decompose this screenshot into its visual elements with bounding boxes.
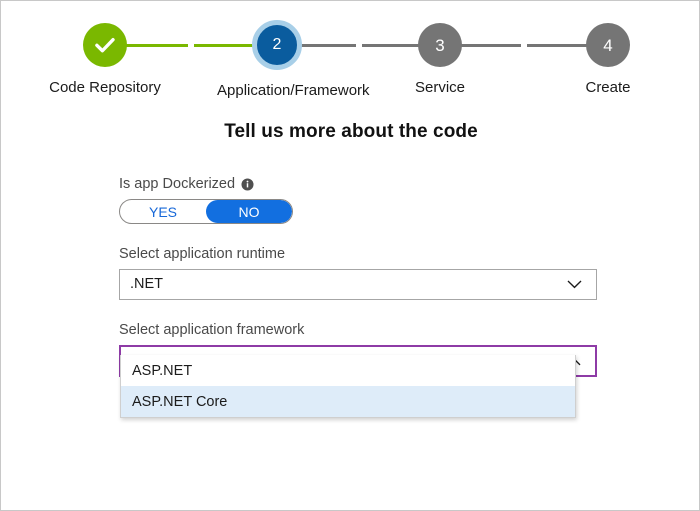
step-circle-3: 3 bbox=[418, 23, 462, 67]
field-runtime: Select application runtime .NET bbox=[119, 246, 597, 300]
field-dockerized: Is app Dockerized YES NO bbox=[119, 176, 597, 224]
step-circle-4: 4 bbox=[586, 23, 630, 67]
connector-gap bbox=[355, 44, 362, 47]
step-number-2: 2 bbox=[272, 36, 282, 53]
wizard-stepper: Code Repository 2 Application/Framework … bbox=[1, 1, 699, 113]
stepper-connector-3-4 bbox=[440, 44, 608, 47]
stepper-connector-2-3 bbox=[277, 44, 440, 47]
dockerized-label: Is app Dockerized bbox=[119, 176, 236, 192]
framework-label: Select application framework bbox=[119, 322, 305, 338]
step-label-3: Service bbox=[414, 79, 466, 96]
step-number-4: 4 bbox=[603, 35, 613, 55]
wizard-step-code-repository[interactable]: Code Repository bbox=[45, 23, 165, 96]
field-framework: Select application framework ASP.NET Cor… bbox=[119, 322, 597, 418]
step-circle-1 bbox=[83, 23, 127, 67]
dockerized-toggle[interactable]: YES NO bbox=[119, 199, 293, 224]
dockerized-label-row: Is app Dockerized bbox=[119, 176, 597, 192]
check-icon bbox=[95, 38, 115, 53]
runtime-dropdown[interactable]: .NET bbox=[119, 269, 597, 300]
page-title: Tell us more about the code bbox=[224, 121, 478, 142]
connector-gap bbox=[521, 44, 527, 47]
toggle-option-no[interactable]: NO bbox=[206, 200, 292, 223]
code-details-form: Is app Dockerized YES NO Select applicat… bbox=[119, 176, 597, 418]
step-label-4: Create bbox=[585, 79, 631, 96]
chevron-down-icon[interactable] bbox=[567, 280, 582, 289]
wizard-step-service[interactable]: 3 Service bbox=[380, 23, 500, 96]
step-label-2: Application/Framework bbox=[217, 82, 370, 99]
stepper-connector-1-2 bbox=[105, 44, 277, 47]
wizard-step-application-framework[interactable]: 2 Application/Framework bbox=[217, 20, 370, 99]
runtime-label: Select application runtime bbox=[119, 246, 286, 262]
step-number-3: 3 bbox=[435, 35, 445, 55]
framework-option-list[interactable]: ASP.NET ASP.NET Core bbox=[120, 355, 576, 418]
info-icon[interactable] bbox=[241, 177, 254, 191]
framework-option-aspnet[interactable]: ASP.NET bbox=[121, 355, 575, 386]
runtime-value: .NET bbox=[130, 276, 164, 293]
connector-gap bbox=[188, 44, 194, 47]
framework-option-aspnet-core[interactable]: ASP.NET Core bbox=[121, 386, 575, 417]
step-label-1: Code Repository bbox=[49, 79, 161, 96]
step-circle-2: 2 bbox=[252, 20, 302, 70]
wizard-step-create[interactable]: 4 Create bbox=[548, 23, 668, 96]
toggle-option-yes[interactable]: YES bbox=[148, 203, 177, 220]
